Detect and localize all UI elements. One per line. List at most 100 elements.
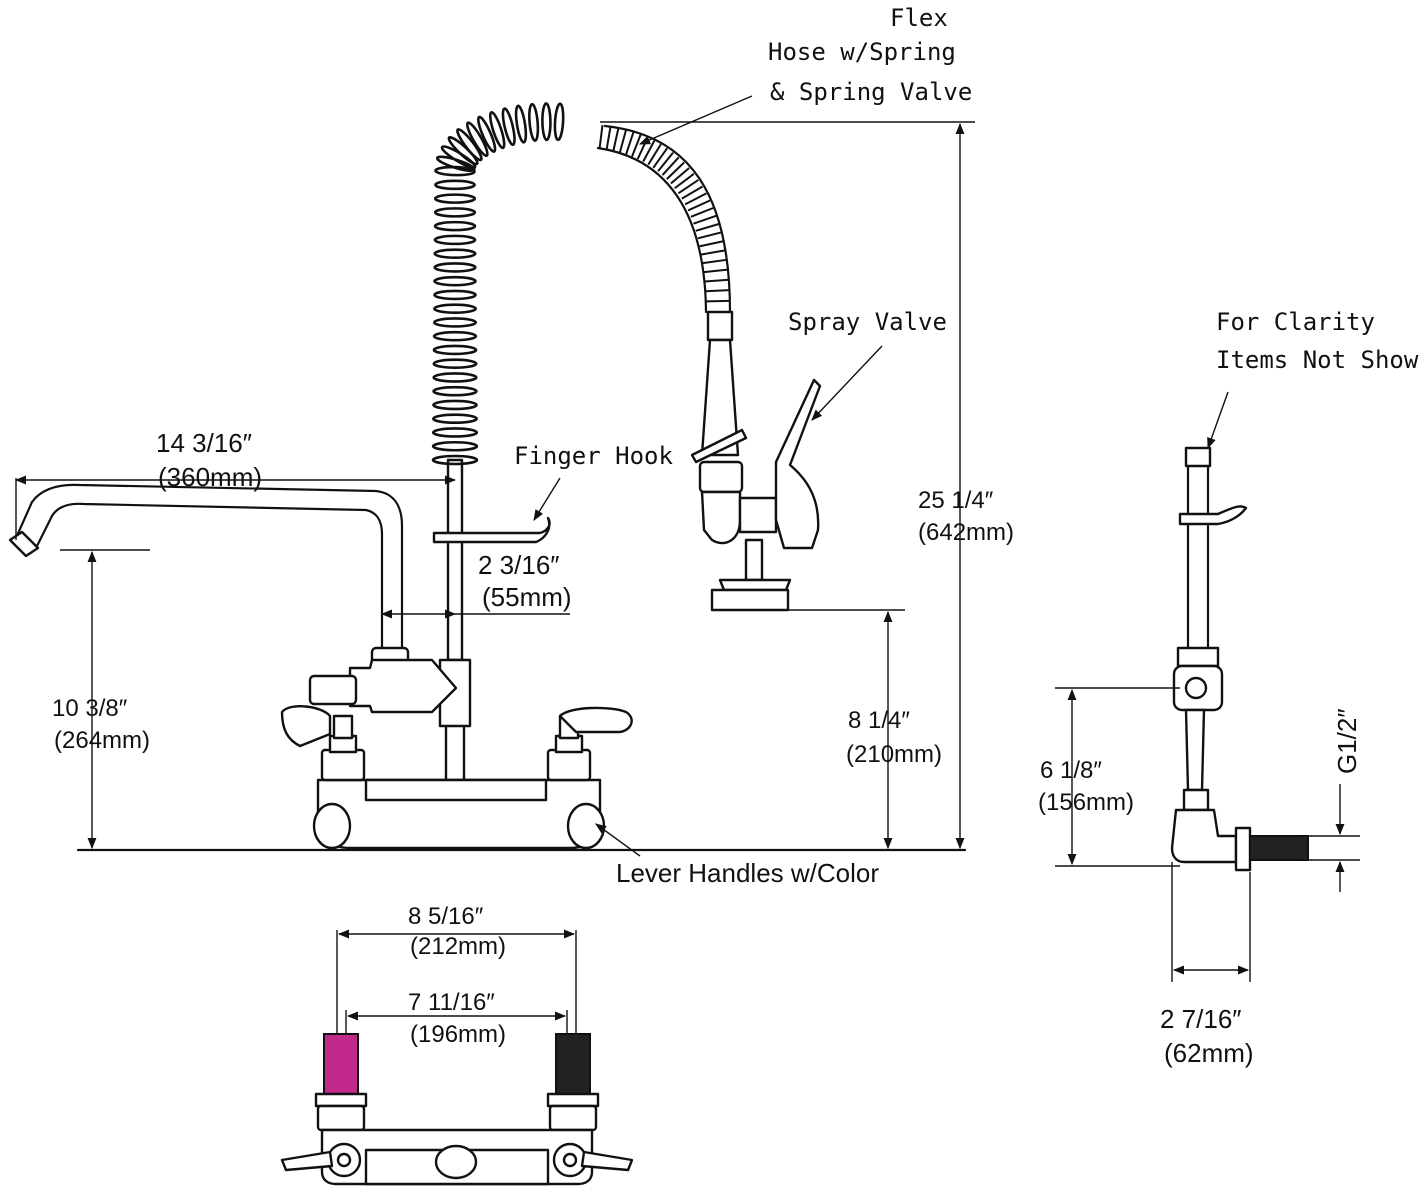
riser-upper — [446, 458, 464, 662]
hose-rib — [697, 231, 722, 240]
hook-leader — [533, 477, 561, 521]
spring-turn — [553, 102, 565, 142]
spring-turn — [432, 303, 478, 314]
label-finger-hook: Finger Hook — [514, 442, 673, 470]
label-lever-handles: Lever Handles w/Color — [616, 858, 879, 888]
side-view: For Clarity Items Not Shown 6 1/8″ (156m… — [1038, 308, 1420, 1068]
dim-spout-in: 10 3/8″ — [52, 695, 128, 722]
spout-aerator — [8, 530, 40, 558]
hose-rib — [699, 240, 724, 248]
spring-turn — [433, 220, 477, 232]
dim-spray-mm: (210mm) — [846, 741, 942, 768]
left-valve-bonnet — [320, 748, 366, 782]
cold-nut — [548, 1104, 598, 1132]
dim-side-depth-mm: (62mm) — [1164, 1038, 1254, 1068]
spring-turn — [528, 102, 540, 143]
spring-turn — [432, 330, 478, 342]
clarity-leader — [1207, 391, 1229, 450]
side-body — [1170, 808, 1238, 864]
hose-rib — [693, 214, 717, 225]
hose-rib — [647, 143, 662, 166]
dim-side-depth-in: 2 7/16″ — [1160, 1004, 1242, 1034]
hot-inlet-nipple — [323, 1033, 359, 1097]
spring-turn — [434, 179, 476, 191]
hose-leader — [638, 95, 753, 145]
spring-turn — [432, 372, 478, 383]
spring-turn — [432, 344, 478, 356]
spray-stem — [744, 538, 764, 582]
dim-centers-inner-in: 7 11/16″ — [408, 989, 495, 1016]
label-hose-spring: Hose w/Spring — [768, 38, 956, 66]
left-valve-cap — [332, 714, 354, 740]
dim-overall-in: 25 1/4″ — [918, 487, 994, 514]
right-valve-bonnet — [546, 748, 592, 782]
dim-spout-mm: (264mm) — [54, 727, 150, 754]
cold-inlet-nipple — [555, 1033, 591, 1097]
hose-rib — [618, 129, 628, 153]
spring-turn — [431, 454, 479, 466]
front-view: Flex Hose w/Spring & Spring Valve Spray … — [8, 4, 1014, 888]
spray-face-top — [718, 578, 792, 592]
spring-turn — [431, 440, 479, 452]
tee-cap — [308, 674, 358, 706]
hose-rib — [695, 223, 720, 232]
riser-lower — [444, 723, 466, 787]
spring-turn — [433, 207, 477, 218]
dim-centers-outer-in: 8 5/16″ — [408, 903, 484, 930]
spring-turn — [541, 102, 552, 142]
dim-side-height-mm: (156mm) — [1038, 789, 1134, 816]
label-for-clarity: For Clarity — [1216, 308, 1375, 336]
tee-housing — [348, 658, 458, 714]
spring-turn — [433, 234, 477, 246]
rear-center-port — [434, 1144, 478, 1180]
hose-rib — [598, 124, 604, 150]
spray-lever-box — [738, 496, 778, 534]
hose-rib — [705, 299, 730, 303]
hot-flange — [314, 1092, 368, 1108]
rear-view: 8 5/16″ (212mm) 7 11/16″ (196mm) — [280, 903, 634, 1186]
side-valve-port — [1184, 676, 1208, 700]
cold-flange — [546, 1092, 600, 1108]
spray-body — [700, 338, 740, 457]
hose-rib — [625, 131, 635, 155]
hose-rib — [605, 126, 612, 151]
spray-leader — [811, 345, 883, 421]
spring-turn — [432, 399, 478, 411]
hose-rib — [690, 207, 714, 218]
spray-head-body — [700, 490, 742, 545]
spring-turn — [476, 115, 497, 153]
spring-turn — [433, 289, 477, 301]
hose-rib — [701, 249, 726, 256]
hose-rib — [703, 268, 728, 274]
tee-handle — [280, 705, 332, 748]
hose-rib — [684, 192, 707, 206]
label-items-not-shown: Items Not Shown — [1216, 346, 1420, 374]
spring-turn — [432, 385, 478, 397]
dim-centers-inner-mm: (196mm) — [410, 1021, 506, 1048]
hose-rib — [612, 127, 620, 152]
spring-turn — [432, 358, 478, 370]
spring-coil — [431, 102, 565, 466]
side-valve-top — [1176, 646, 1220, 668]
label-spray-valve: Spray Valve — [788, 308, 947, 336]
hose-rib — [687, 199, 711, 212]
dim-offset-in: 2 3/16″ — [478, 550, 560, 580]
spring-turn — [432, 413, 478, 425]
side-finger-hook — [1178, 505, 1248, 526]
hose-rib — [704, 278, 729, 283]
side-top-thread — [1184, 446, 1212, 468]
rear-right-handle — [580, 1150, 634, 1172]
side-inlet-thread — [1249, 835, 1309, 861]
body-bridge — [364, 778, 548, 802]
hot-nut — [316, 1104, 366, 1132]
dim-reach-mm: (360mm) — [158, 462, 262, 492]
spout-top — [14, 483, 404, 652]
spring-turn — [433, 275, 477, 287]
hose-rib — [674, 172, 695, 190]
spring-turn — [456, 128, 483, 162]
side-lower-riser — [1184, 708, 1206, 792]
label-flex: Flex — [890, 4, 948, 32]
side-flange — [1234, 826, 1252, 872]
spray-nut — [698, 460, 744, 494]
